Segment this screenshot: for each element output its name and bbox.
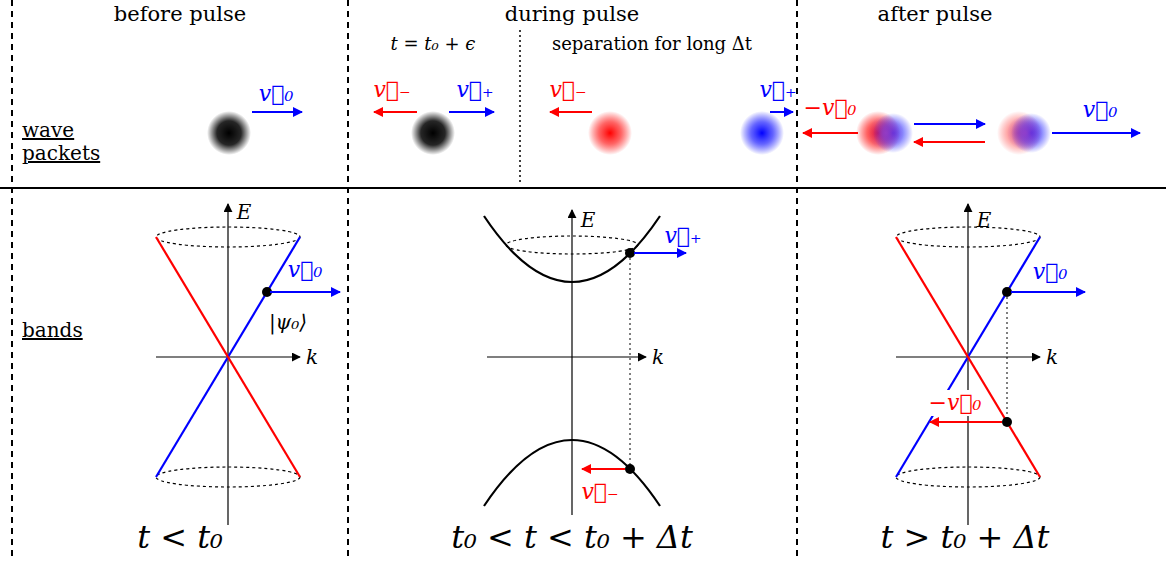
- velocity-label: v⃗₀: [288, 257, 322, 282]
- axis-label: k: [1046, 346, 1058, 369]
- panel-heading: before pulse: [114, 2, 246, 26]
- axis-label: E: [581, 209, 596, 232]
- row-heading: bands: [22, 319, 83, 342]
- time-note: separation for long Δt: [552, 34, 752, 55]
- velocity-label: −v⃗₀: [804, 95, 857, 120]
- axis-label: k: [652, 346, 664, 369]
- velocity-label: v⃗₋: [373, 77, 410, 102]
- velocity-label: v⃗₊: [456, 77, 493, 102]
- state-label: |ψ₀⟩: [269, 311, 307, 334]
- row-heading: wave packets: [22, 119, 102, 165]
- velocity-label: −v⃗₀: [927, 390, 984, 415]
- panel-heading: after pulse: [878, 2, 993, 26]
- velocity-label: v⃗₀: [1033, 259, 1067, 284]
- velocity-label: v⃗₀: [1083, 97, 1117, 122]
- time-range: t < t₀: [137, 519, 223, 556]
- panel-heading: during pulse: [505, 2, 639, 26]
- axis-label: E: [977, 209, 992, 232]
- velocity-label: v⃗₋: [581, 479, 618, 504]
- time-note: t = t₀ + ϵ: [391, 34, 476, 55]
- velocity-label: v⃗₀: [259, 81, 293, 106]
- velocity-label: v⃗₊: [664, 223, 701, 248]
- time-range: t > t₀ + Δt: [881, 519, 1050, 556]
- axis-label: k: [306, 346, 318, 369]
- axis-label: E: [237, 201, 252, 224]
- time-range: t₀ < t < t₀ + Δt: [451, 519, 693, 556]
- velocity-label: v⃗₋: [549, 77, 586, 102]
- velocity-label: v⃗₊: [759, 77, 796, 102]
